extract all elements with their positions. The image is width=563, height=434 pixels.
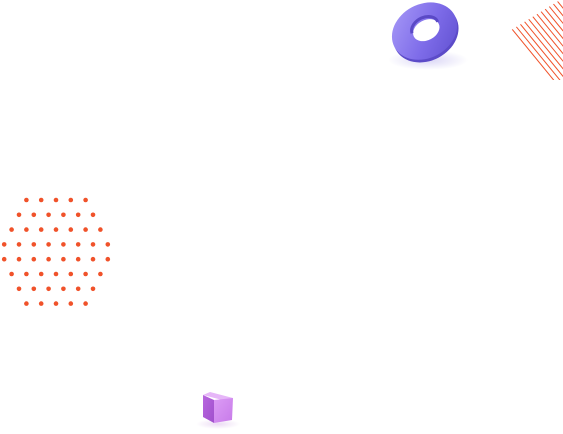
ring-hole [413, 19, 440, 42]
dot [68, 227, 74, 232]
dot [31, 286, 37, 292]
dot [83, 271, 88, 277]
dot [98, 271, 103, 277]
dot [46, 212, 51, 218]
dot [68, 197, 74, 203]
dot [53, 271, 59, 277]
dot [46, 242, 51, 247]
dot [16, 256, 22, 262]
dot [31, 256, 37, 262]
dot [31, 242, 37, 247]
dot [68, 271, 74, 277]
dot [98, 227, 103, 232]
dot [75, 242, 81, 247]
dot [83, 197, 88, 203]
stripe-line [529, 0, 563, 80]
dot [61, 286, 66, 292]
orange-dot-pattern [1, 197, 111, 306]
dot [38, 227, 44, 232]
dot [1, 256, 7, 262]
dot [90, 256, 96, 262]
dot [53, 227, 59, 232]
dot [31, 212, 37, 218]
dot [16, 286, 22, 292]
dot [24, 271, 29, 277]
dot [9, 227, 14, 232]
stripe-line [495, 0, 563, 80]
stripe-line [504, 0, 563, 80]
ring-hole-inner-edge [410, 14, 440, 34]
dot [61, 242, 66, 247]
dot [24, 301, 29, 306]
dot [38, 301, 44, 306]
stripe-line [535, 0, 563, 80]
dot [61, 256, 66, 262]
dot [38, 271, 44, 277]
dot [24, 197, 29, 203]
dot [1, 242, 7, 247]
stripe-line [541, 0, 563, 80]
pink-cube-shape [196, 392, 240, 429]
orange-diagonal-lines [495, 0, 563, 80]
dot [83, 227, 88, 232]
cube-shadow [196, 419, 240, 429]
dot [75, 212, 81, 218]
dot [61, 212, 66, 218]
dot [90, 286, 96, 292]
dot [90, 242, 96, 247]
dot [75, 256, 81, 262]
dot [90, 212, 96, 218]
dot [38, 197, 44, 203]
cube-top [203, 392, 233, 401]
dot [16, 212, 22, 218]
purple-ring-shape [388, 2, 468, 70]
dot [16, 242, 22, 247]
stripe-line [510, 0, 563, 80]
dot [53, 197, 59, 203]
stripe-line [495, 0, 563, 80]
dot [46, 286, 51, 292]
dot [105, 242, 111, 247]
dot [83, 301, 88, 306]
dot [53, 301, 59, 306]
dot [105, 256, 111, 262]
cube-front [214, 398, 233, 423]
dot [68, 301, 74, 306]
dot [75, 286, 81, 292]
dot [46, 256, 51, 262]
dot [9, 271, 14, 277]
dot [24, 227, 29, 232]
cube-side [203, 395, 214, 423]
stripe-line [495, 0, 563, 80]
